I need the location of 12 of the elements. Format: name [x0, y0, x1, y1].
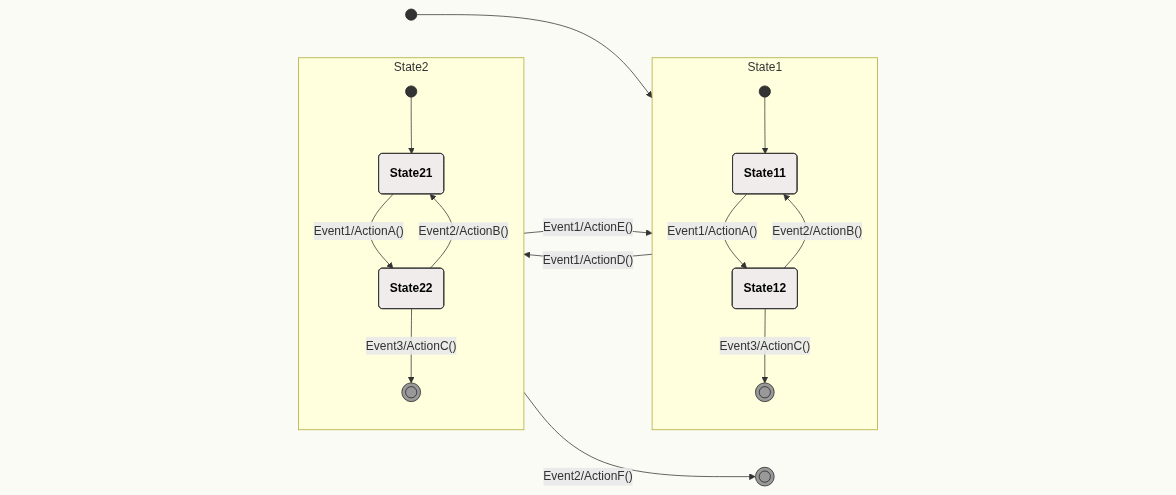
- edge-label: Event3/ActionC(): [719, 339, 811, 352]
- edge-label: Event1/ActionD(): [542, 253, 634, 267]
- node-circle: [758, 85, 771, 98]
- edge-label: Event3/ActionC(): [365, 339, 457, 352]
- edge-label: Event1/ActionE(): [542, 220, 634, 234]
- edge-label: Event2/ActionB(): [418, 224, 509, 238]
- node-circle: [405, 85, 418, 98]
- edge-label: Event2/ActionB(): [772, 224, 863, 238]
- edge-label: Event1/ActionA(): [313, 224, 404, 237]
- edge-label: Event1/ActionA(): [667, 224, 758, 237]
- node-circle: [405, 8, 418, 21]
- edge-label: Event2/ActionF(): [543, 469, 633, 483]
